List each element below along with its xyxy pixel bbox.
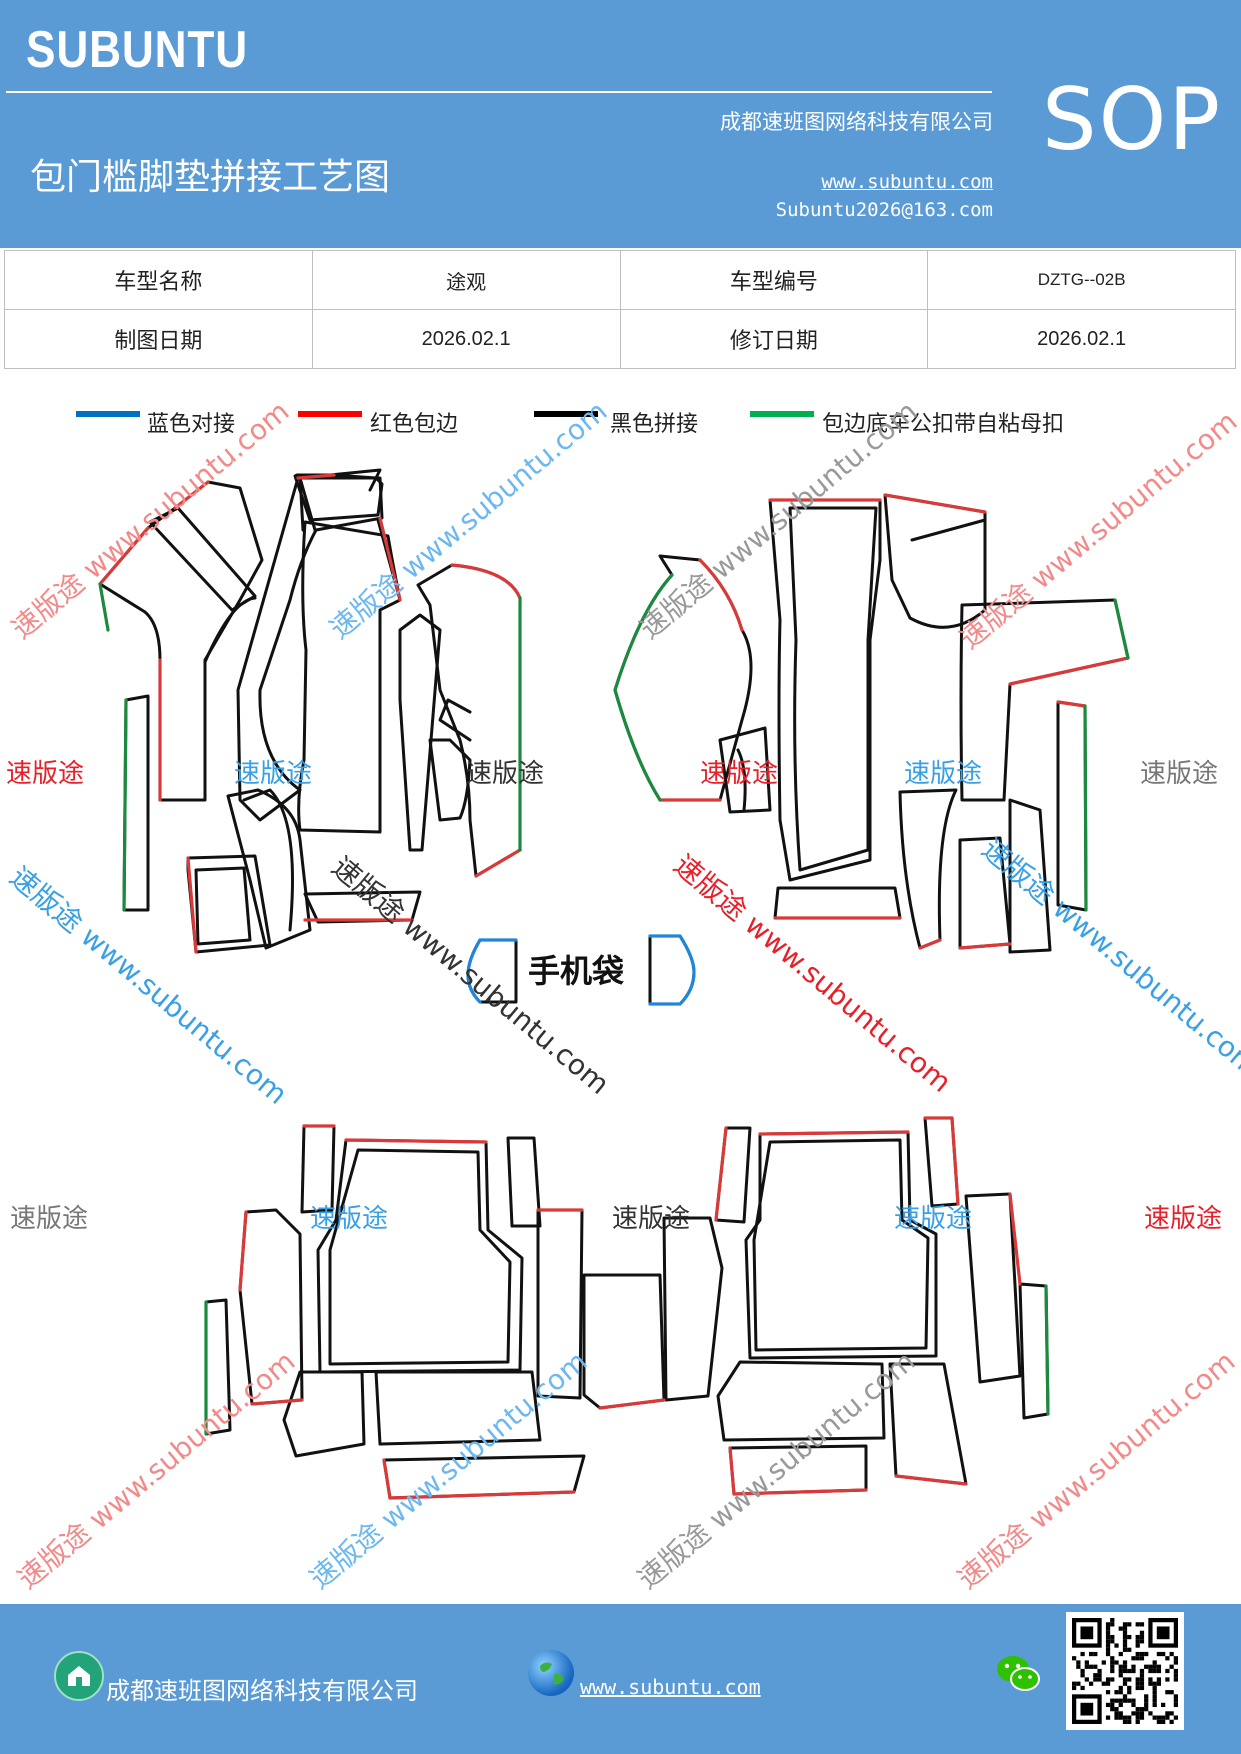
globe-icon <box>528 1650 574 1696</box>
mat-piece-group-bottom-right <box>662 1116 1050 1496</box>
table-row: 车型名称 途观 车型编号 DZTG--02B <box>4 250 1236 310</box>
legend-label-green: 包边底车公扣带自粘母扣 <box>822 412 1065 437</box>
legend-swatch-blue <box>76 411 140 417</box>
watermark-diagonal: 速版途 www.subuntu.com <box>951 1344 1241 1595</box>
vehicle-info-table: 车型名称 途观 车型编号 DZTG--02B 制图日期 2026.02.1 修订… <box>4 250 1236 369</box>
draw-date-value: 2026.02.1 <box>311 309 621 369</box>
legend-label-blue: 蓝色对接 <box>147 412 236 437</box>
watermark-diagonal: 速版途 www.subuntu.com <box>668 848 958 1099</box>
phone-pocket-label: 手机袋 <box>528 952 624 990</box>
watermark-brand: 速版途 <box>310 1204 388 1234</box>
watermark-diagonal: 速版途 www.subuntu.com <box>631 1344 921 1595</box>
watermark-brand: 速版途 <box>10 1204 88 1234</box>
phone-pocket-right <box>648 934 696 1006</box>
legend-swatch-black <box>534 411 598 417</box>
watermark-diagonal: 速版途 www.subuntu.com <box>303 1344 593 1595</box>
watermark-brand: 速版途 <box>1144 1204 1222 1234</box>
header-divider <box>6 91 992 93</box>
revision-date-value: 2026.02.1 <box>927 309 1236 369</box>
email-address: Subuntu2026@163.com <box>775 199 993 221</box>
brand-logo: SUBUNTU <box>26 21 249 79</box>
model-name-value: 途观 <box>311 250 621 310</box>
qr-code <box>1066 1612 1184 1730</box>
watermark-brand: 速版途 <box>612 1204 690 1234</box>
watermark-brand: 速版途 <box>700 759 778 789</box>
footer-company-name: 成都速班图网络科技有限公司 <box>106 1677 418 1705</box>
home-icon <box>54 1651 104 1701</box>
legend-swatch-red <box>298 411 362 417</box>
draw-date-label: 制图日期 <box>4 309 313 369</box>
revision-date-label: 修订日期 <box>619 309 929 369</box>
doc-code: SOP <box>1042 70 1223 170</box>
page-title: 包门槛脚垫拼接工艺图 <box>30 157 391 198</box>
legend-swatch-green <box>750 411 814 417</box>
model-code-value: DZTG--02B <box>927 250 1236 310</box>
phone-pocket-left <box>466 938 518 1004</box>
model-code-label: 车型编号 <box>619 250 929 310</box>
watermark-diagonal: 速版途 www.subuntu.com <box>11 1344 301 1595</box>
watermark-brand: 速版途 <box>904 759 982 789</box>
watermark-diagonal: 速版途 www.subuntu.com <box>976 832 1241 1083</box>
mat-piece-group-bottom-left <box>204 1124 666 1500</box>
watermark-brand: 速版途 <box>894 1204 972 1234</box>
mat-pattern-diagram: 手机袋 速版途 速版途 速版途 速版途 速版途 速版途 速版途 速版途 速版途 … <box>4 394 1241 1595</box>
watermark-diagonal: 速版途 www.subuntu.com <box>5 394 295 645</box>
header-banner <box>0 0 1241 248</box>
legend-label-red: 红色包边 <box>370 412 459 437</box>
watermark-diagonal: 速版途 www.subuntu.com <box>953 404 1241 655</box>
table-row: 制图日期 2026.02.1 修订日期 2026.02.1 <box>4 309 1236 369</box>
watermark-brand: 速版途 <box>1140 759 1218 789</box>
wechat-icon <box>994 1652 1042 1700</box>
website-link[interactable]: www.subuntu.com <box>821 171 993 193</box>
watermark-brand: 速版途 <box>466 759 544 789</box>
legend-label-black: 黑色拼接 <box>610 412 699 437</box>
company-name: 成都速班图网络科技有限公司 <box>720 110 993 134</box>
footer-website-link[interactable]: www.subuntu.com <box>580 1675 761 1699</box>
watermark-brand: 速版途 <box>234 759 312 789</box>
watermark-brand: 速版途 <box>6 759 84 789</box>
model-name-label: 车型名称 <box>4 250 313 310</box>
